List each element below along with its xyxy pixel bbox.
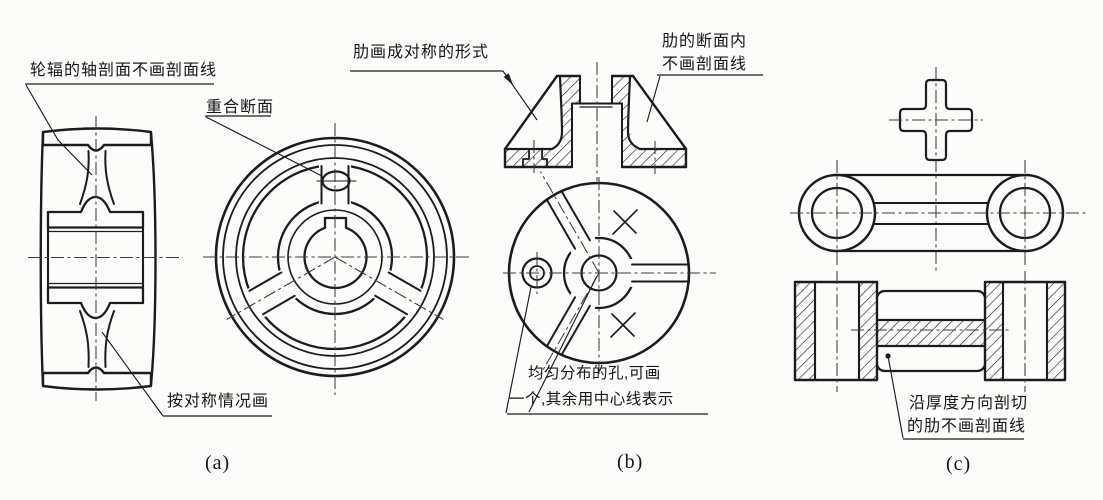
- annotation-holes-line2: 一个,其余用中心线表示: [509, 391, 674, 408]
- annotation-rib-section-line2: 不画剖面线: [662, 56, 748, 73]
- figure-a-axial-section-view: [28, 116, 183, 401]
- figure-c-front-section-view: [793, 271, 1067, 392]
- figure-c-cross-section: [889, 67, 983, 272]
- annotation-leaders: [25, 70, 1024, 440]
- hole-centerline-marks: [610, 209, 638, 338]
- annotation-rib-section-line1: 肋的断面内: [662, 33, 748, 50]
- figure-a-front-view: [203, 123, 470, 395]
- annotation-rib-symmetric-form: 肋画成对称的形式: [353, 44, 490, 61]
- label-subfigure-c: (c): [946, 453, 972, 475]
- figure-c-top-view: [790, 160, 1086, 267]
- annotation-thickness-rib-line1: 沿厚度方向剖切: [909, 395, 1029, 412]
- label-subfigure-b: (b): [617, 451, 644, 473]
- figure-b-front-section-view: [503, 62, 688, 181]
- annotation-coincident-section: 重合断面: [206, 99, 275, 116]
- annotation-thickness-rib-line2: 的肋不画剖面线: [907, 418, 1027, 435]
- annotation-symmetric-basis: 按对称情况画: [167, 393, 270, 410]
- figure-b-top-view: [503, 171, 716, 377]
- annotation-spoke-section: 轮辐的轴剖面不画剖面线: [30, 62, 218, 79]
- annotation-holes-line1: 均匀分布的孔,可画: [528, 365, 661, 382]
- leader-arrowhead: [503, 73, 513, 85]
- label-subfigure-a: (a): [205, 452, 231, 474]
